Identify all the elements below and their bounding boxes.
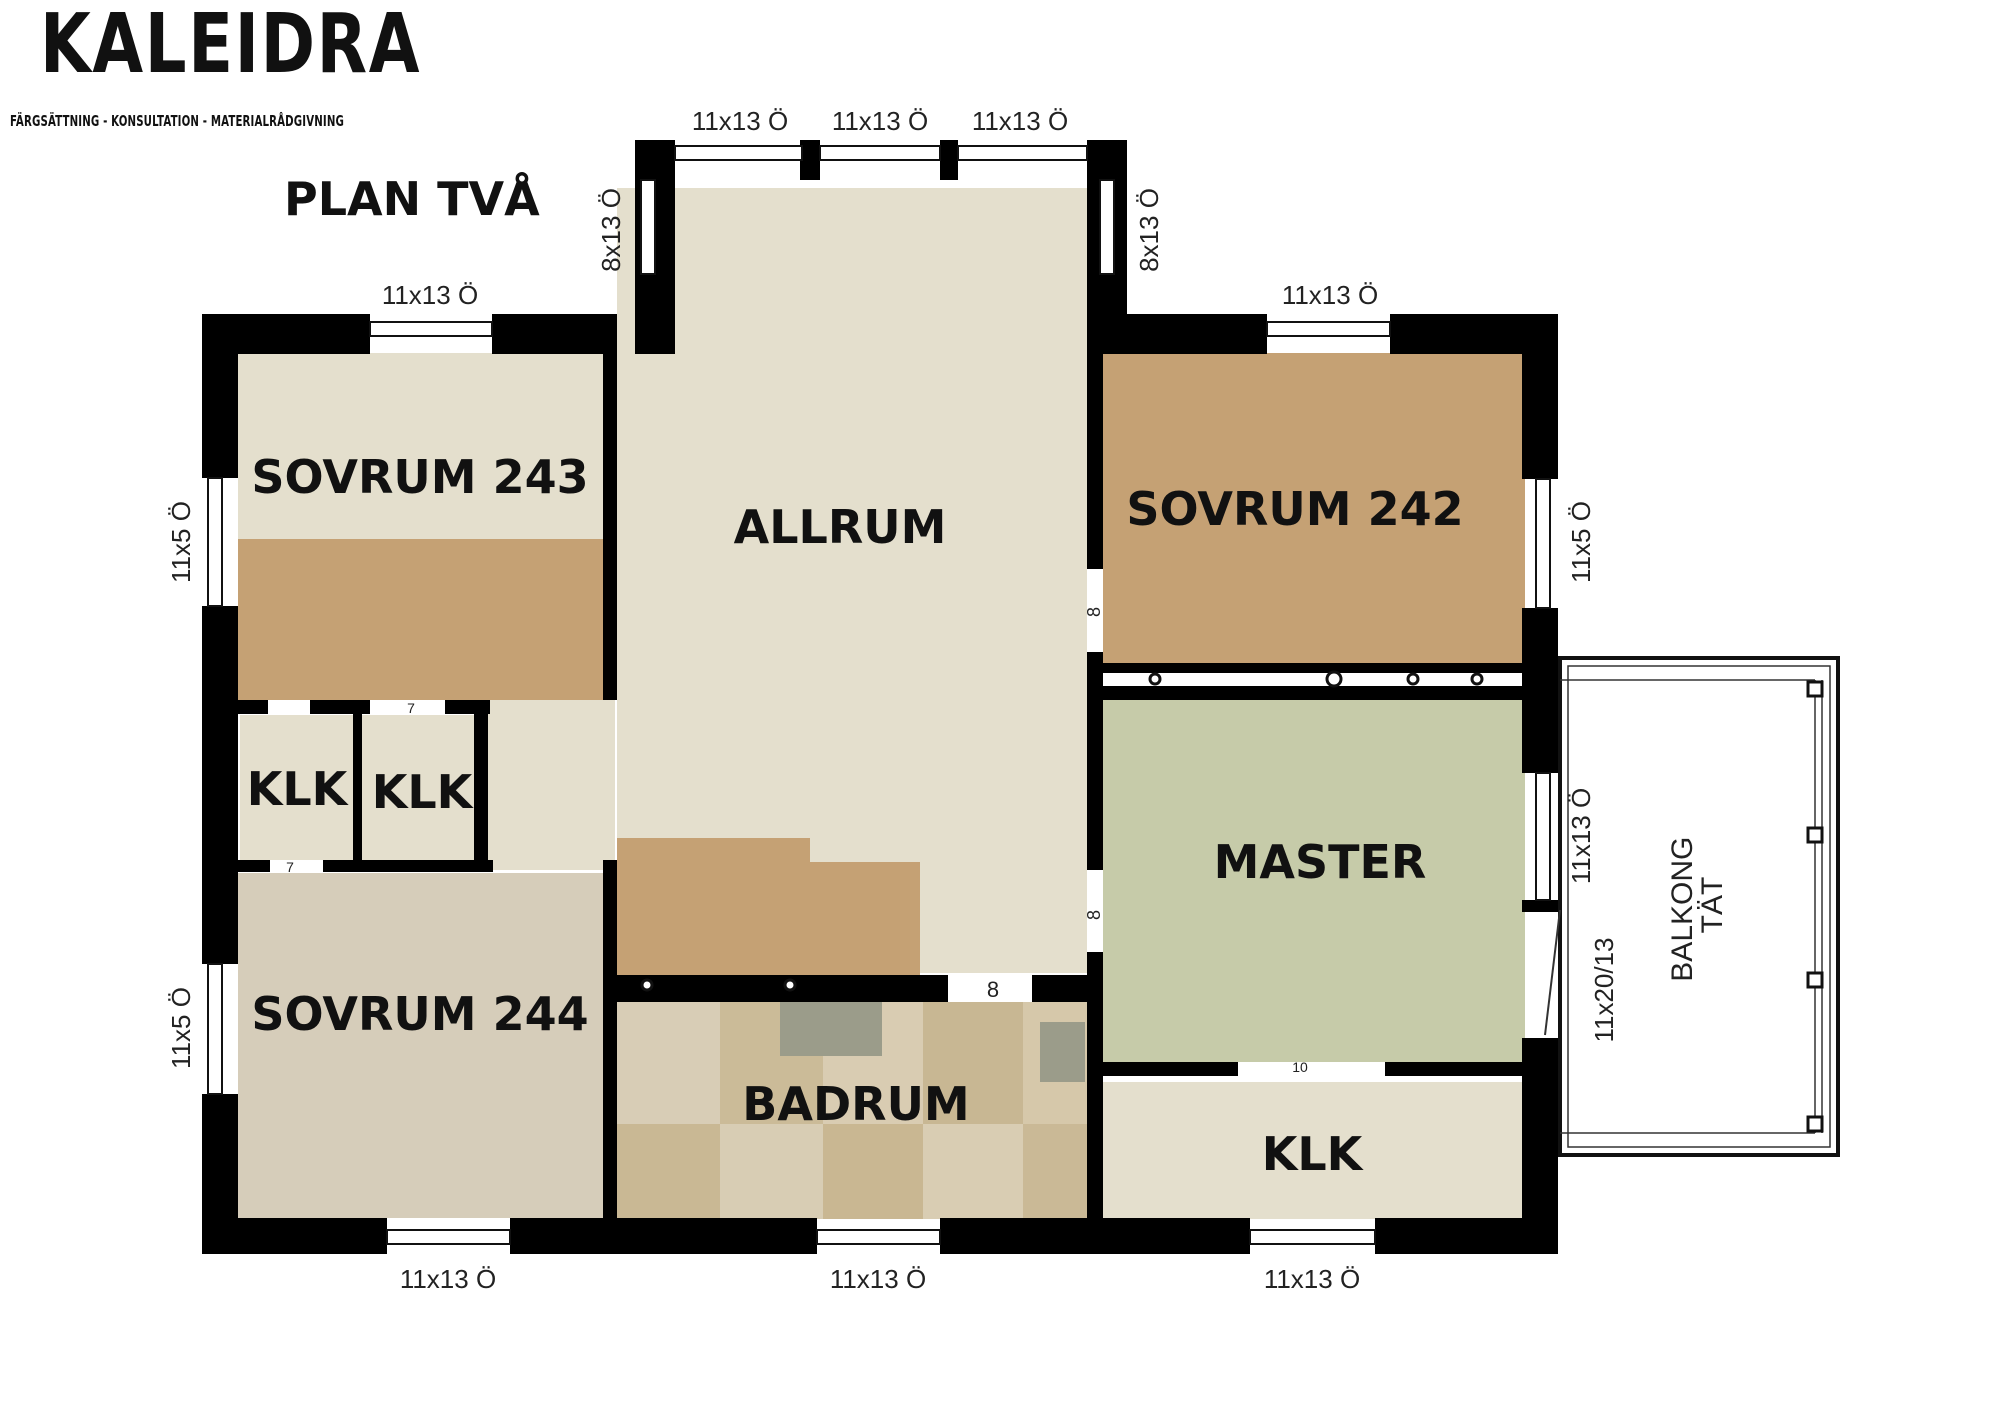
sovrum-244-floor[interactable] [238, 873, 603, 1218]
window-bay-left [640, 179, 656, 275]
sovrum-243-floor-lower[interactable] [238, 539, 603, 700]
window-label-left-upper: 11x5 Ö [166, 501, 196, 583]
window-label-top-1: 11x13 Ö [692, 106, 788, 136]
master-floor[interactable] [1103, 700, 1525, 1062]
room-label-klk-mid: KLK [372, 765, 475, 819]
balkong[interactable] [1558, 656, 1840, 1157]
door-mark-allrum-lower: 8 [1084, 910, 1104, 920]
windows [207, 145, 1551, 1245]
window-right-upper [1535, 478, 1551, 609]
window-sovrum-242 [1266, 321, 1391, 337]
brand-tagline: FÄRGSÄTTNING - KONSULTATION - MATERIALRÅ… [10, 112, 345, 130]
window-bottom-3 [1249, 1229, 1376, 1245]
door-mark-klk-bottom: 7 [286, 859, 294, 875]
window-top-3 [957, 145, 1088, 161]
window-bottom-1 [386, 1229, 511, 1245]
balkong-line-2: TÄT [1696, 877, 1729, 934]
room-label-badrum: BADRUM [742, 1077, 969, 1131]
door-mark-allrum-upper: 8 [1084, 607, 1104, 617]
window-bay-right [1099, 179, 1115, 275]
badrum-floor[interactable] [617, 1000, 1087, 1219]
room-fills [238, 188, 1525, 1219]
room-label-klk-right: KLK [1262, 1127, 1365, 1181]
room-label-klk-left: KLK [247, 762, 350, 816]
window-sovrum-243 [369, 321, 493, 337]
window-label-balcony-door: 11x20/13 [1589, 937, 1619, 1042]
rail-dots [640, 670, 1484, 992]
room-label-sovrum-244: SOVRUM 244 [251, 987, 588, 1041]
window-master [1535, 772, 1551, 901]
window-label-bottom-2: 11x13 Ö [830, 1264, 926, 1294]
door-mark-master-bottom: 10 [1292, 1059, 1308, 1075]
room-label-sovrum-242: SOVRUM 242 [1126, 482, 1463, 536]
sovrum-243-floor-upper[interactable] [238, 353, 603, 539]
window-label-right-upper: 11x5 Ö [1566, 501, 1596, 583]
window-label-left-lower: 11x5 Ö [166, 987, 196, 1069]
klk-right-floor[interactable] [1100, 1082, 1525, 1219]
window-label-top-3: 11x13 Ö [972, 106, 1068, 136]
window-label-bay-right: 8x13 Ö [1134, 188, 1164, 272]
balcony-door-swing [1544, 909, 1561, 1036]
door-mark-klk-top: 7 [407, 700, 415, 716]
plan-title: PLAN TVÅ [284, 172, 540, 226]
door-mark-badrum: 8 [987, 977, 999, 1002]
window-left-lower [207, 963, 223, 1095]
room-label-balkong: BALKONG TÄT [1666, 828, 1729, 981]
badrum-sink [780, 1000, 882, 1056]
balkong-line-1: BALKONG [1666, 837, 1699, 982]
room-label-allrum: ALLRUM [734, 500, 947, 554]
room-label-sovrum-243: SOVRUM 243 [251, 450, 588, 504]
window-top-1 [674, 145, 803, 161]
window-left-upper [207, 477, 223, 607]
window-bottom-2 [816, 1229, 941, 1245]
window-label-sovrum-242: 11x13 Ö [1282, 280, 1378, 310]
allrum-tan-area[interactable] [617, 838, 920, 975]
window-label-bottom-3: 11x13 Ö [1264, 1264, 1360, 1294]
window-label-bottom-1: 11x13 Ö [400, 1264, 496, 1294]
badrum-toilet [1040, 1022, 1085, 1082]
hall-floor[interactable] [488, 700, 615, 870]
window-top-2 [819, 145, 941, 161]
brand-logo-text: KALEIDRA [40, 0, 422, 92]
window-label-sovrum-243: 11x13 Ö [382, 280, 478, 310]
window-label-bay-left: 8x13 Ö [596, 188, 626, 272]
klk-left-floor[interactable] [240, 715, 353, 860]
window-label-top-2: 11x13 Ö [832, 106, 928, 136]
window-label-master: 11x13 Ö [1566, 788, 1596, 884]
sovrum-242-floor[interactable] [1103, 353, 1525, 663]
klk-mid-floor[interactable] [362, 715, 474, 860]
room-label-master: MASTER [1214, 835, 1427, 889]
